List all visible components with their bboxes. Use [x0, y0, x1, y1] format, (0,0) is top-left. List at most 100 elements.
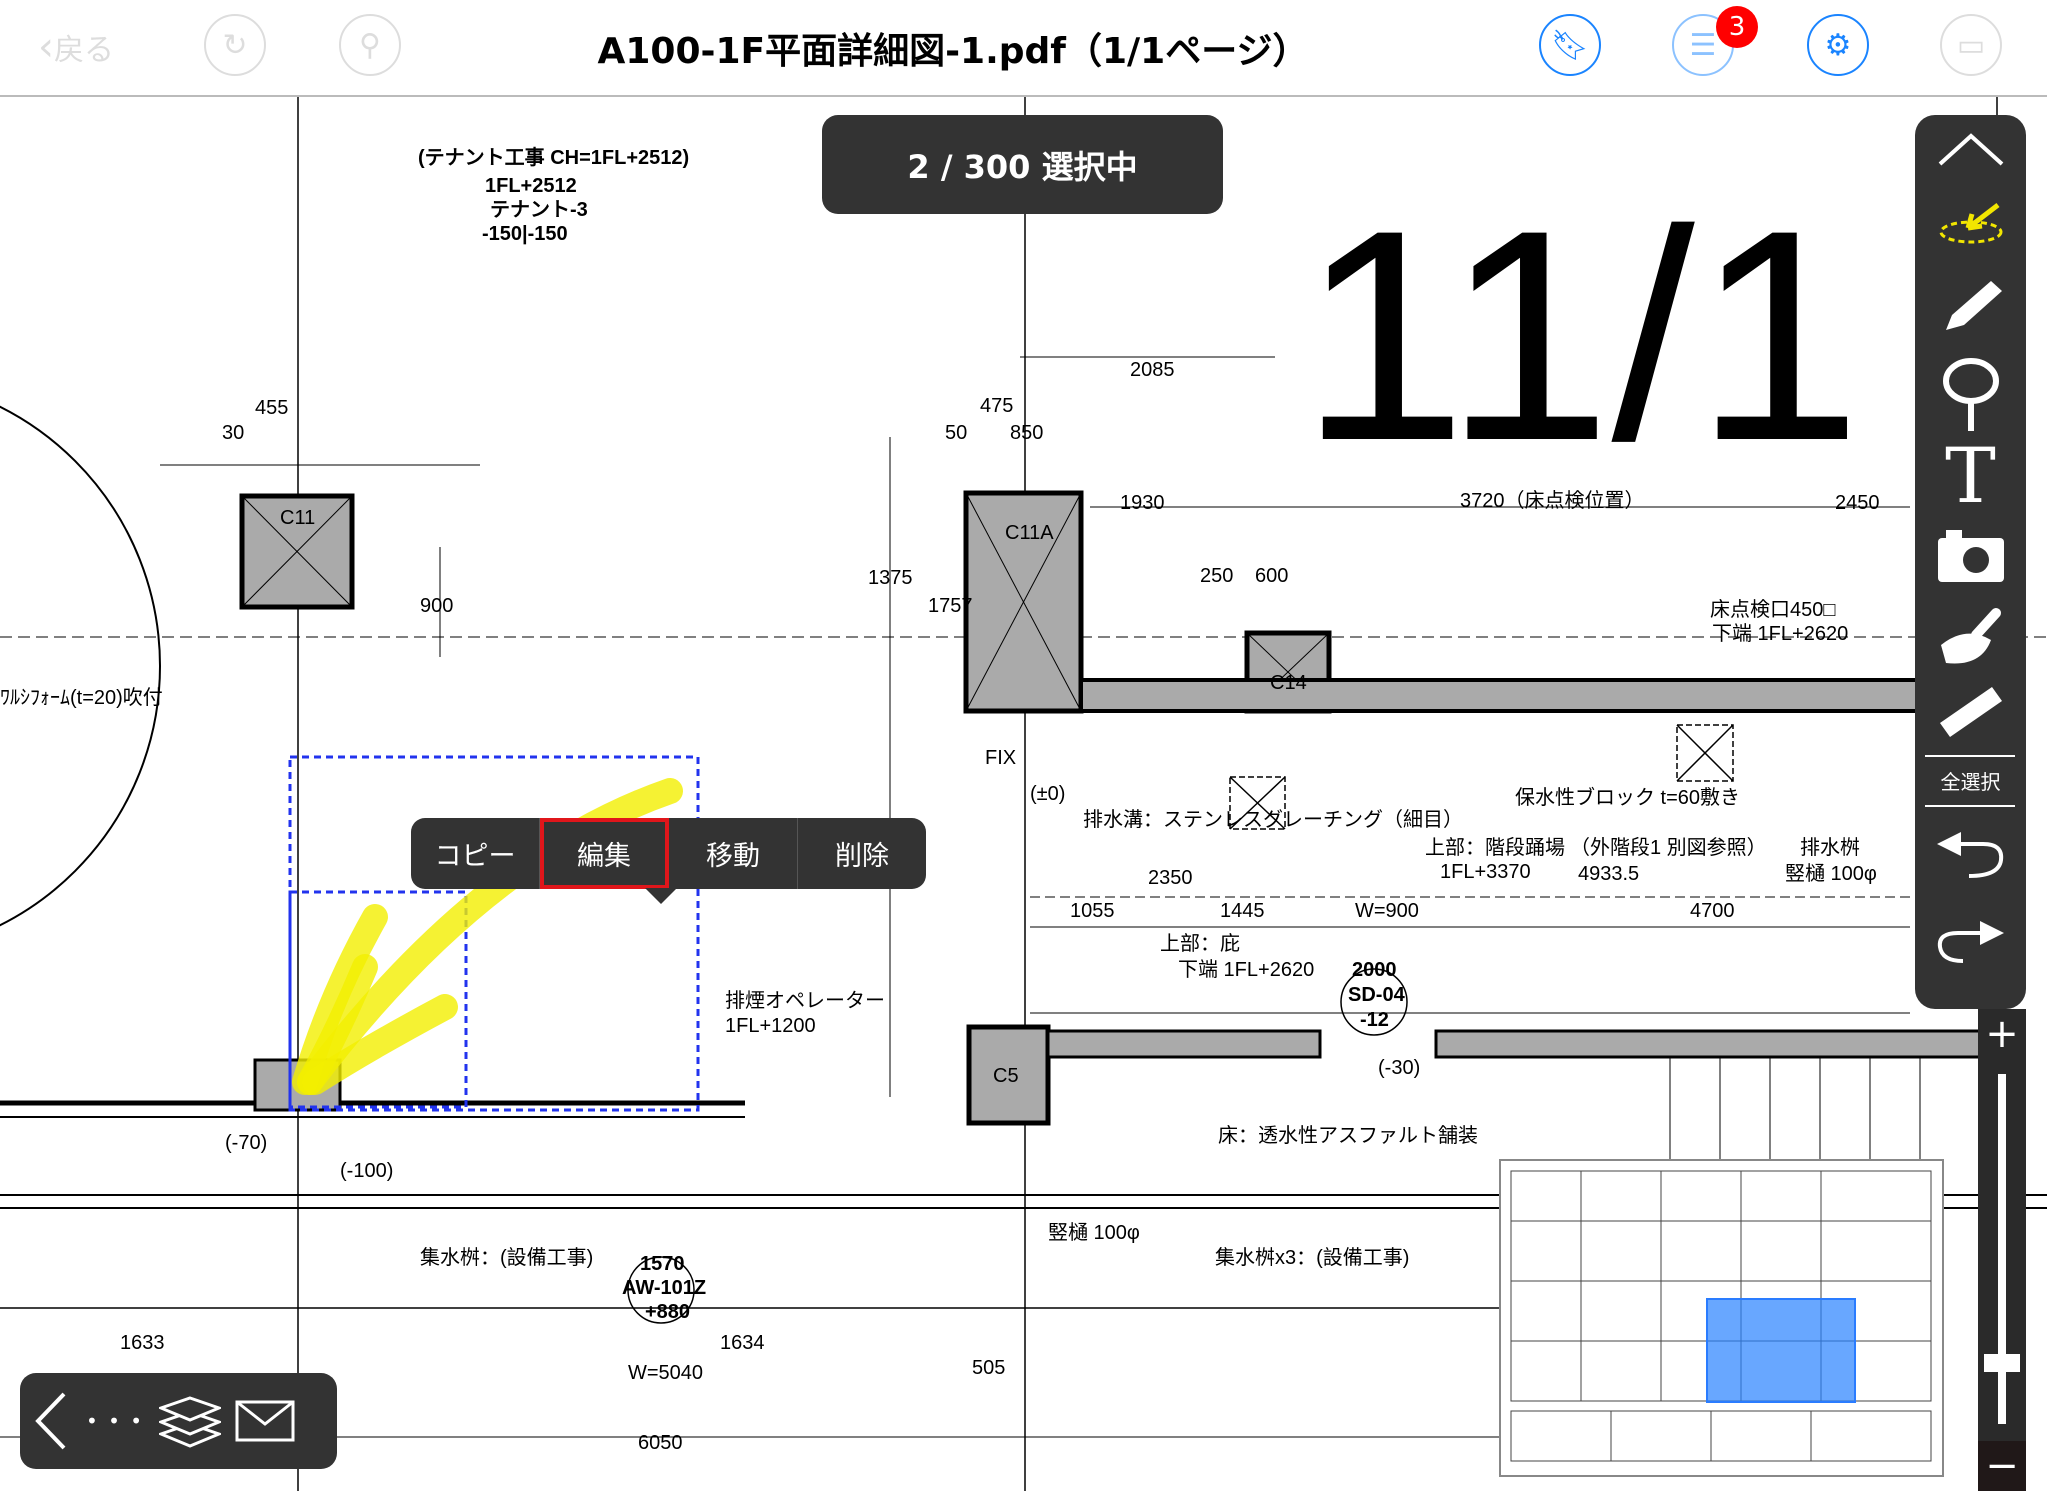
- plan-label: 1757: [928, 595, 973, 617]
- annotation-toolbar: T 全選択: [1915, 115, 2026, 1009]
- plan-label: 下端 1FL+2620: [1178, 959, 1315, 981]
- search-icon: ⚲: [359, 27, 381, 63]
- plan-label: 集水桝x3：(設備工事): [1215, 1247, 1410, 1269]
- window-button[interactable]: ▭: [1940, 14, 2002, 76]
- plan-label: 排水溝：ステンレスグレーチング（細目）: [1083, 809, 1463, 831]
- plan-label: 900: [420, 595, 454, 617]
- toolbar-divider: [1925, 755, 2015, 757]
- mail-button[interactable]: [230, 1400, 300, 1442]
- pencil-tool[interactable]: [1915, 270, 2026, 340]
- plan-label: SD-04: [1348, 984, 1405, 1006]
- ruler-icon: [1939, 686, 2002, 737]
- menu-item-move[interactable]: 移動: [669, 818, 798, 889]
- page-minimap[interactable]: [1499, 1159, 1944, 1477]
- zoom-thumb[interactable]: [1984, 1354, 2020, 1372]
- plan-label: C14: [1270, 672, 1307, 694]
- plan-label: AW-101Z: [622, 1277, 707, 1299]
- plan-label: -150|-150: [482, 223, 568, 245]
- plan-label: 床：透水性アスファルト舗装: [1218, 1125, 1478, 1147]
- plan-label: 30: [222, 422, 245, 444]
- redo-icon: [1937, 920, 2004, 963]
- plan-label: 6050: [638, 1432, 683, 1454]
- plan-label: 475: [980, 395, 1014, 417]
- plan-label: 上部：庇: [1160, 933, 1240, 955]
- plan-label: C11A: [1005, 522, 1054, 544]
- plan-label: （外階段1 別図参照）: [1570, 837, 1767, 859]
- search-button[interactable]: ⚲: [339, 14, 401, 76]
- zoom-track[interactable]: [1998, 1074, 2006, 1424]
- plan-label: 1930: [1120, 492, 1165, 514]
- inbox-icon: ☰: [1689, 27, 1717, 63]
- reload-button[interactable]: ↻: [204, 14, 266, 76]
- handwritten-annotation[interactable]: 11/1: [1300, 167, 1862, 503]
- marker-icon: [1942, 357, 1999, 431]
- plan-label: 下端 1FL+2620: [1712, 623, 1849, 645]
- context-menu: コピー 編集 移動 削除: [411, 818, 926, 889]
- plan-label: FIX: [985, 747, 1017, 769]
- plan-label: 竪樋 100φ: [1048, 1222, 1140, 1244]
- plan-label: W=5040: [628, 1362, 704, 1384]
- marker-tool[interactable]: [1915, 350, 2026, 435]
- back-button[interactable]: ‹戻る: [38, 24, 114, 70]
- context-menu-pointer: [645, 888, 677, 904]
- chevron-left-icon: [35, 1392, 66, 1450]
- text-icon: T: [1945, 430, 1996, 520]
- plan-label: 250: [1200, 565, 1234, 587]
- plan-label: C5: [993, 1065, 1019, 1087]
- layers-button[interactable]: [150, 1394, 230, 1448]
- plan-label: 排水桝: [1800, 837, 1860, 859]
- plan-label: 2085: [1130, 359, 1175, 381]
- chevron-left-icon: ‹: [38, 24, 54, 70]
- window-icon: ▭: [1956, 27, 1986, 63]
- plan-label: 50: [945, 422, 968, 444]
- plan-label: 1FL+2512: [485, 175, 577, 197]
- plan-label: テナント-3: [490, 199, 588, 221]
- plan-label: 上部：階段踊場: [1425, 837, 1565, 859]
- redo-button[interactable]: [1915, 905, 2026, 975]
- camera-tool[interactable]: [1915, 520, 2026, 590]
- bookmark-icon: 🔖︎: [1550, 27, 1590, 63]
- document-title: A100-1F平面詳細図-1.pdf（1/1ページ）: [597, 31, 1309, 72]
- plan-label: 455: [255, 397, 289, 419]
- text-tool[interactable]: T: [1915, 431, 2026, 520]
- ruler-tool[interactable]: [1915, 680, 2026, 740]
- plan-label: (±0): [1030, 783, 1066, 805]
- plan-label: 竪樋 100φ: [1785, 863, 1877, 885]
- camera-icon: [1937, 530, 2004, 582]
- menu-item-copy[interactable]: コピー: [411, 818, 540, 889]
- lasso-select-icon: [1939, 203, 2002, 244]
- plan-label: 1FL+3370: [1440, 861, 1531, 883]
- plan-label: (-70): [225, 1132, 268, 1154]
- eraser-icon: [1940, 608, 2001, 664]
- plan-label: 1375: [868, 567, 913, 589]
- plan-label: (-30): [1378, 1057, 1421, 1079]
- plan-label: 1570: [640, 1253, 685, 1275]
- eraser-tool[interactable]: [1915, 600, 2026, 675]
- zoom-in-button[interactable]: +: [1985, 1011, 2019, 1057]
- select-all-button[interactable]: 全選択: [1940, 769, 2001, 794]
- zoom-slider[interactable]: + −: [1978, 1009, 2026, 1491]
- plan-label: 3720（床点検位置）: [1460, 490, 1645, 512]
- zoom-out-button[interactable]: −: [1978, 1441, 2026, 1491]
- plan-label: W=900: [1355, 900, 1419, 922]
- menu-item-edit[interactable]: 編集: [540, 818, 669, 889]
- plan-label: -12: [1360, 1009, 1389, 1031]
- plan-label: 床点検口450□: [1710, 599, 1836, 621]
- minimap-viewport[interactable]: [1706, 1298, 1856, 1403]
- plan-label: 4700: [1690, 900, 1735, 922]
- layers-icon: [159, 1396, 221, 1448]
- plan-label: C11: [280, 507, 316, 529]
- settings-button[interactable]: ⚙: [1807, 14, 1869, 76]
- reload-icon: ↻: [222, 27, 248, 63]
- bookmark-button[interactable]: 🔖︎: [1539, 14, 1601, 76]
- pencil-icon: [1945, 281, 2002, 330]
- lasso-select-tool[interactable]: [1915, 195, 2026, 255]
- prev-button[interactable]: [20, 1390, 80, 1452]
- plan-label: 2450: [1835, 492, 1880, 514]
- plan-label: 1633: [120, 1332, 165, 1354]
- top-bar: ‹戻る ↻ ⚲ A100-1F平面詳細図-1.pdf（1/1ページ） 🔖︎ ☰ …: [0, 0, 2047, 97]
- undo-button[interactable]: [1915, 820, 2026, 890]
- collapse-toolbar-button[interactable]: [1915, 125, 2026, 175]
- more-button[interactable]: • • •: [85, 1409, 145, 1433]
- menu-item-delete[interactable]: 削除: [835, 841, 889, 872]
